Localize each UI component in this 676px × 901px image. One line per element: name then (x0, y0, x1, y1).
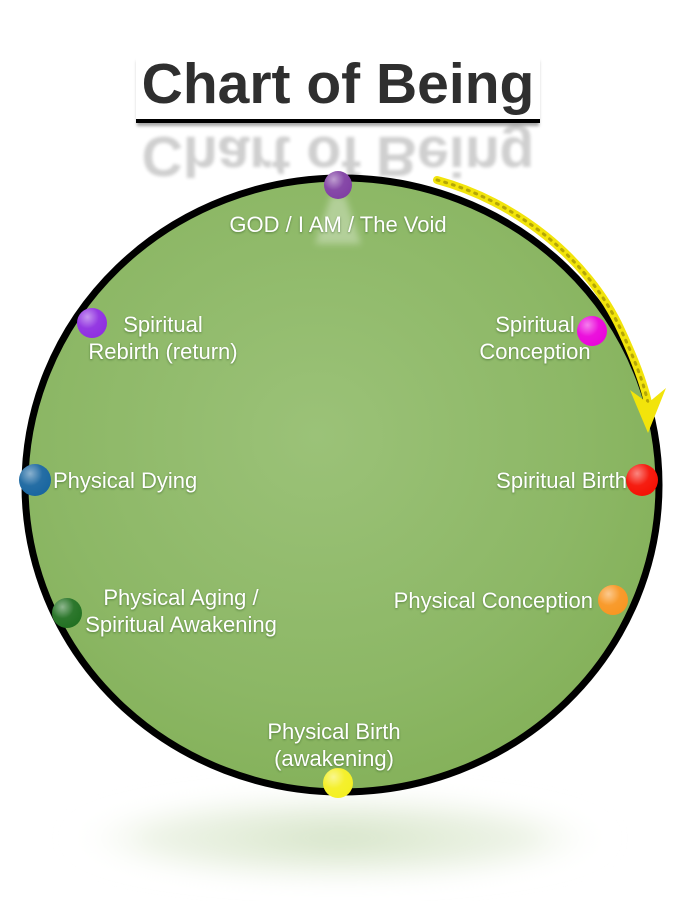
label-physical-conception: Physical Conception (393, 588, 593, 613)
node-dot-spiritual-conception (577, 316, 607, 346)
node-dot-physical-aging (52, 598, 82, 628)
node-dot-sheen (598, 585, 628, 615)
node-dot-physical-birth (323, 768, 353, 798)
title-block: Chart of Being Chart of Being (0, 56, 676, 188)
flow-arrow-head (630, 388, 666, 433)
label-physical-aging-spiritual-awakening: Physical Aging / Spiritual Awakening (85, 585, 277, 637)
clockwise-flow-arrow (433, 176, 666, 433)
label-god-i-am-the-void: GOD / I AM / The Void (229, 212, 447, 237)
label-spiritual-conception: Spiritual Conception (479, 312, 591, 364)
light-rays (315, 196, 361, 244)
node-dot-god (324, 171, 352, 199)
node-dot-sheen (577, 316, 607, 346)
node-dot-sheen (19, 464, 51, 496)
node-dot-sheen (77, 308, 107, 338)
page-title: Chart of Being (135, 56, 541, 123)
node-dots (19, 171, 658, 798)
ground-glow (65, 792, 615, 884)
label-physical-dying: Physical Dying (53, 468, 198, 493)
node-dot-spiritual-birth (626, 464, 658, 496)
node-dot-spiritual-rebirth (77, 308, 107, 338)
node-dot-sheen (626, 464, 658, 496)
node-dot-physical-dying (19, 464, 51, 496)
node-dot-sheen (323, 768, 353, 798)
node-dot-sheen (52, 598, 82, 628)
node-dot-physical-conception (598, 585, 628, 615)
flow-arrow-texture (435, 178, 650, 405)
node-dot-sheen (324, 171, 352, 199)
label-spiritual-birth: Spiritual Birth (496, 468, 627, 493)
label-spiritual-rebirth: Spiritual Rebirth (return) (88, 312, 238, 364)
flow-arrow-shaft (433, 176, 652, 407)
label-physical-birth: Physical Birth (awakening) (267, 719, 401, 771)
